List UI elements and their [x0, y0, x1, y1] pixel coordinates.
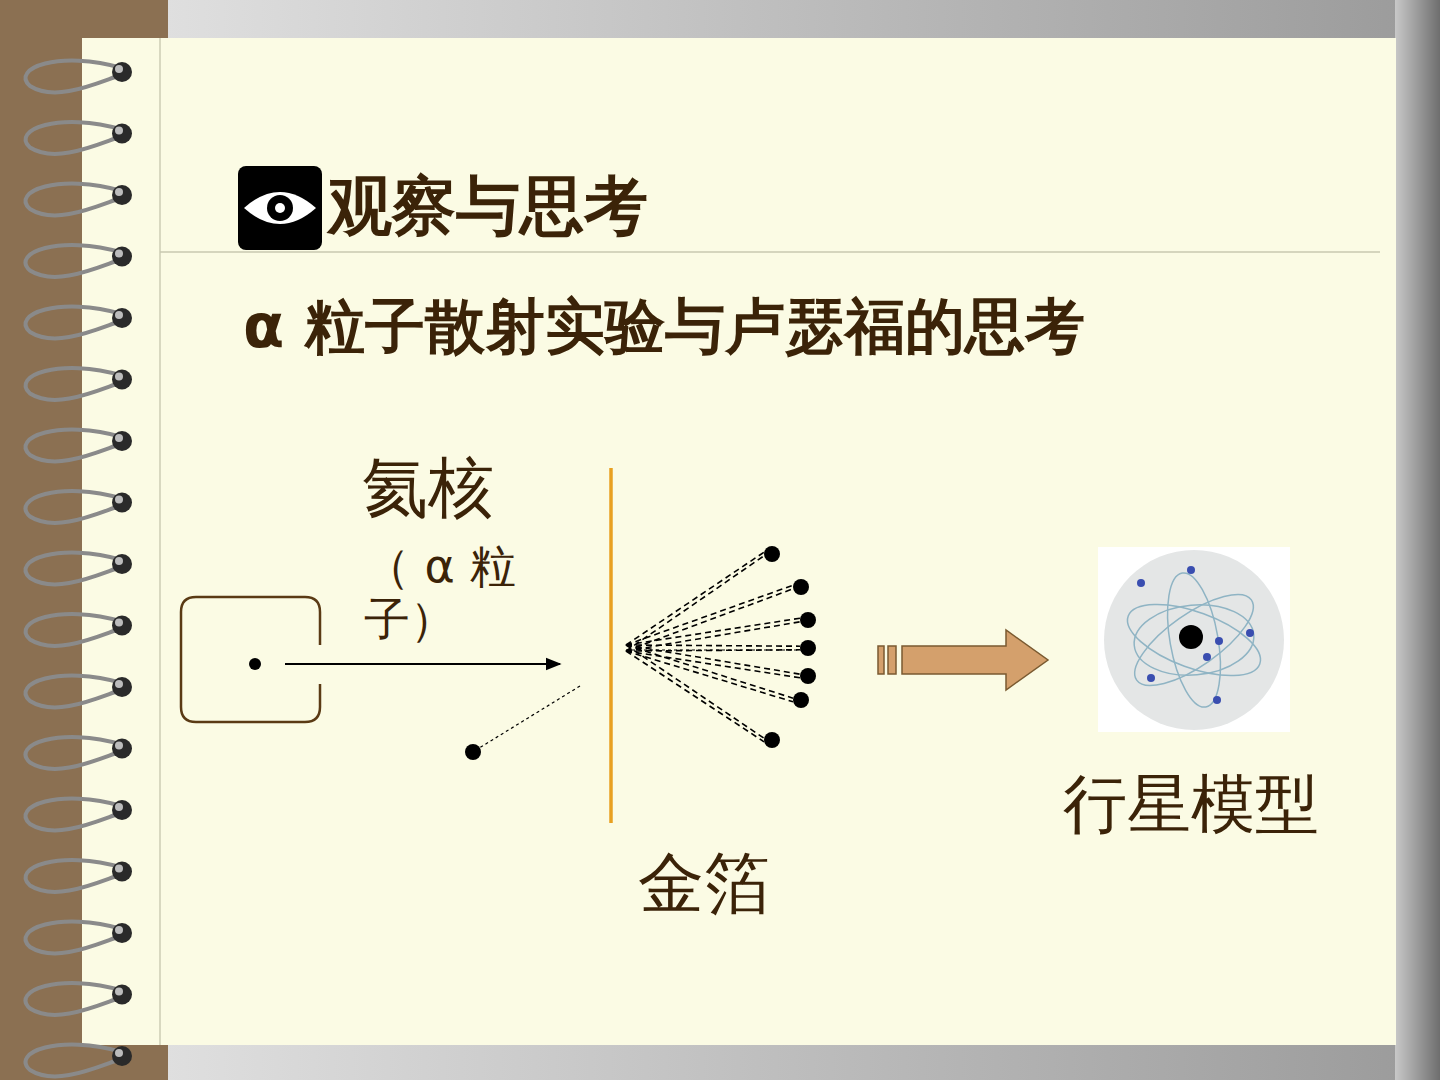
reflected-path: [476, 686, 580, 750]
slide-heading: α 粒子散射实验与卢瑟福的思考: [243, 292, 1085, 361]
rule-line: [160, 251, 1380, 253]
binding-ring: [26, 307, 132, 339]
binding-ring: [26, 491, 132, 523]
scatter-path: [626, 585, 793, 645]
scattered-particle: [764, 732, 780, 748]
margin-line: [159, 38, 161, 1045]
scatter-path: [626, 645, 800, 674]
scattered-particle: [793, 692, 809, 708]
paper: [82, 38, 1396, 1045]
reflected-particle: [465, 744, 481, 760]
source-box: [181, 597, 320, 722]
scatter-path: [626, 651, 800, 678]
binding-ring: [26, 430, 132, 462]
binding-ring: [26, 184, 132, 216]
binding-ring: [26, 983, 132, 1015]
planetary-model: [1098, 547, 1290, 732]
straight-path: [626, 650, 808, 651]
particle-label: 氦核: [362, 450, 494, 526]
scatter-path: [626, 651, 764, 742]
result-arrow: [878, 630, 1048, 690]
scatter-paths: [626, 546, 816, 748]
spiral-binding: [26, 61, 132, 1080]
binding-ring: [26, 553, 132, 585]
scatter-path: [626, 645, 793, 698]
scatter-path: [626, 645, 800, 646]
source-dot: [249, 658, 261, 670]
alpha-beam: [285, 663, 560, 665]
model-label: 行星模型: [1063, 768, 1319, 842]
binding-ring: [26, 614, 132, 646]
scatter-path: [626, 622, 800, 651]
foil-label: 金箔: [638, 846, 770, 922]
backdrop-right: [1395, 0, 1440, 1080]
binding-ring: [26, 368, 132, 400]
scatter-path: [626, 645, 764, 738]
eye-icon: [238, 166, 322, 250]
scattered-particle: [800, 612, 816, 628]
scattered-particle: [800, 668, 816, 684]
binding-ring: [26, 737, 132, 769]
binding-ring: [26, 61, 132, 93]
scattered-particle: [800, 640, 816, 656]
scatter-path: [626, 618, 800, 645]
scattered-particle: [793, 579, 809, 595]
binding-ring: [26, 676, 132, 708]
binding-ring: [26, 245, 132, 277]
binding-ring: [26, 860, 132, 892]
gold-foil: [609, 468, 613, 823]
particle-note: （ α 粒子）: [364, 540, 532, 646]
binding-ring: [26, 799, 132, 831]
binding-ring: [26, 1045, 132, 1077]
scatter-path: [626, 651, 793, 702]
slide-title: 观察与思考: [328, 170, 648, 244]
binding-ring: [26, 122, 132, 154]
scatter-path: [626, 552, 764, 645]
scattered-particle: [764, 546, 780, 562]
binding-ring: [26, 922, 132, 954]
